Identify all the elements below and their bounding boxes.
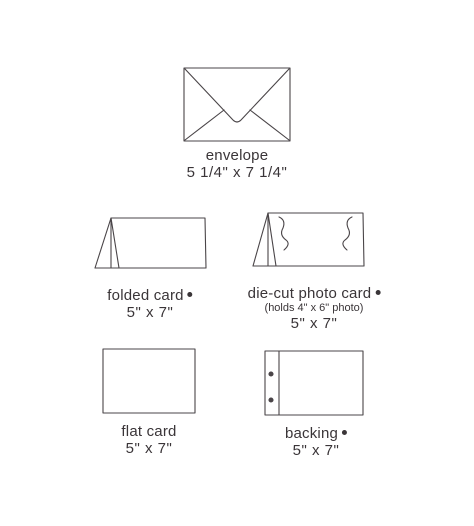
- flat-card-label: flat card 5" x 7": [121, 423, 176, 458]
- envelope-label: envelope 5 1/4" x 7 1/4": [187, 147, 288, 182]
- die-cut-card-name: die-cut photo card: [247, 285, 372, 302]
- folded-card-name: folded card: [107, 287, 184, 304]
- left-photo-slot: [278, 216, 289, 251]
- die-cut-card-label: die-cut photo card (holds 4" x 6" photo)…: [248, 285, 381, 332]
- backing-name: backing: [284, 425, 339, 442]
- folded-card-label: folded card 5" x 7": [107, 287, 193, 322]
- backing-illustration: [264, 350, 364, 416]
- bullet-dot-icon: [342, 430, 348, 435]
- right-photo-slot: [342, 216, 353, 251]
- backing-size: 5" x 7": [292, 442, 340, 460]
- bullet-dot-icon: [375, 290, 381, 295]
- folded-card-illustration: [94, 217, 207, 269]
- backing-label: backing 5" x 7": [284, 425, 348, 460]
- die-cut-card-size: 5" x 7": [290, 314, 338, 332]
- bullet-dot-icon: [187, 292, 193, 297]
- envelope-size: 5 1/4" x 7 1/4": [186, 164, 288, 182]
- die-cut-card-note: (holds 4" x 6" photo): [264, 302, 364, 315]
- flat-card-size: 5" x 7": [125, 440, 173, 458]
- die-cut-card-illustration: [252, 212, 365, 267]
- flat-card-name: flat card: [121, 423, 177, 440]
- envelope-illustration: [183, 67, 291, 142]
- folded-card-size: 5" x 7": [126, 304, 174, 322]
- envelope-name: envelope: [205, 147, 269, 164]
- flat-card-illustration: [102, 348, 196, 414]
